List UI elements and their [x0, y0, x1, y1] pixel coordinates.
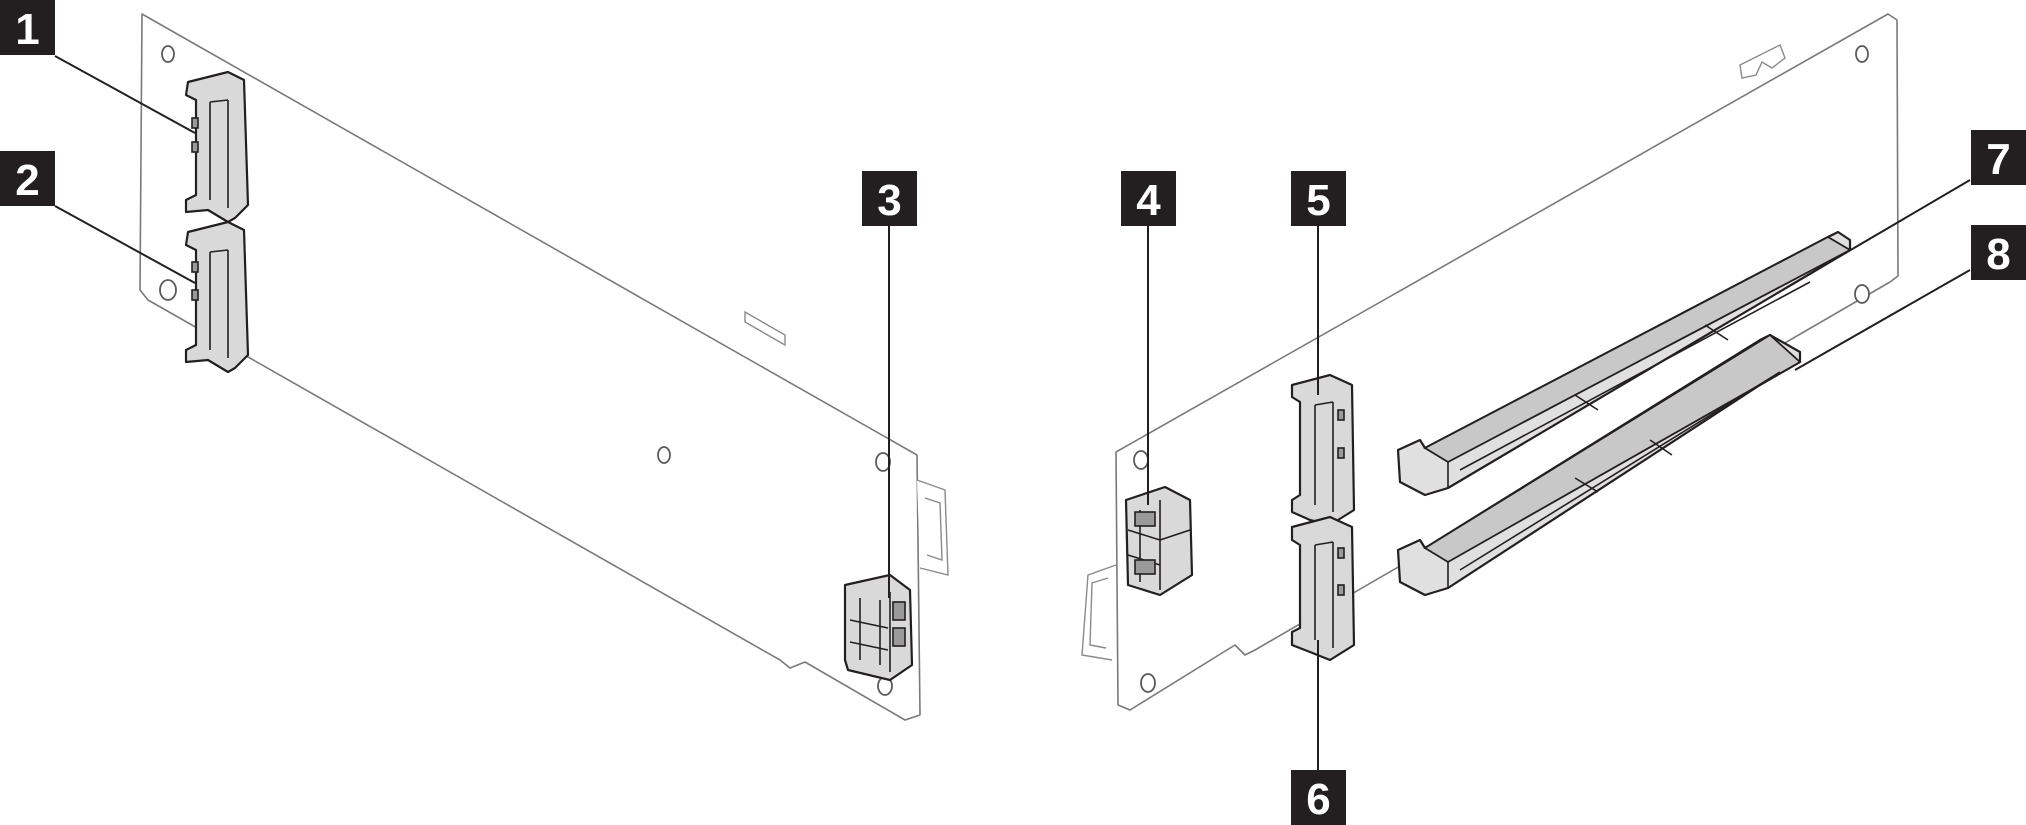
callout-4-label: 4 [1136, 176, 1161, 225]
left-board-edge-bracket-inner [924, 497, 943, 561]
left-connector-2 [184, 220, 250, 374]
left-board-hole-4 [875, 452, 891, 472]
right-connector-4 [1124, 485, 1194, 597]
callout-3: 3 [862, 171, 917, 226]
callout-7: 7 [1971, 130, 2026, 185]
right-board-edge-bracket-inner [1089, 577, 1109, 649]
left-board-outline [139, 13, 921, 721]
callout-5-label: 5 [1306, 176, 1330, 225]
left-board-hole-1 [161, 45, 175, 63]
left-connector-1 [184, 70, 250, 224]
left-board-hole-3 [657, 446, 671, 464]
callout-8-label: 8 [1986, 230, 2010, 279]
right-connector-6 [1290, 515, 1356, 662]
callout-1-label: 1 [15, 5, 39, 54]
right-riser-card [1081, 13, 1899, 711]
left-board-tab [744, 310, 786, 347]
callout-8: 8 [1971, 225, 2026, 280]
callout-5: 5 [1291, 171, 1346, 226]
right-board-hole-4 [1140, 673, 1156, 693]
callout-2: 2 [0, 151, 55, 206]
left-riser-card [139, 13, 949, 721]
right-slot-8 [1396, 333, 1802, 597]
right-board-hole-3 [1133, 450, 1149, 470]
leader-lines [54, 55, 1971, 772]
right-board-hole-1 [1855, 45, 1869, 63]
leader-8 [1794, 269, 1971, 371]
callout-6-label: 6 [1306, 775, 1330, 824]
left-connector-3 [843, 573, 914, 682]
callout-2-label: 2 [15, 156, 39, 205]
leader-2 [54, 205, 196, 284]
callout-7-label: 7 [1986, 135, 2010, 184]
leader-7 [1807, 179, 1971, 276]
callout-3-label: 3 [877, 176, 901, 225]
callout-4: 4 [1121, 171, 1176, 226]
right-connector-5 [1290, 373, 1356, 527]
callout-1: 1 [0, 0, 55, 55]
callout-6: 6 [1291, 770, 1346, 825]
leader-1 [54, 55, 196, 134]
left-board-hole-2 [159, 279, 177, 301]
right-board-top-notch [1739, 44, 1786, 79]
right-board-hole-2 [1854, 284, 1870, 304]
